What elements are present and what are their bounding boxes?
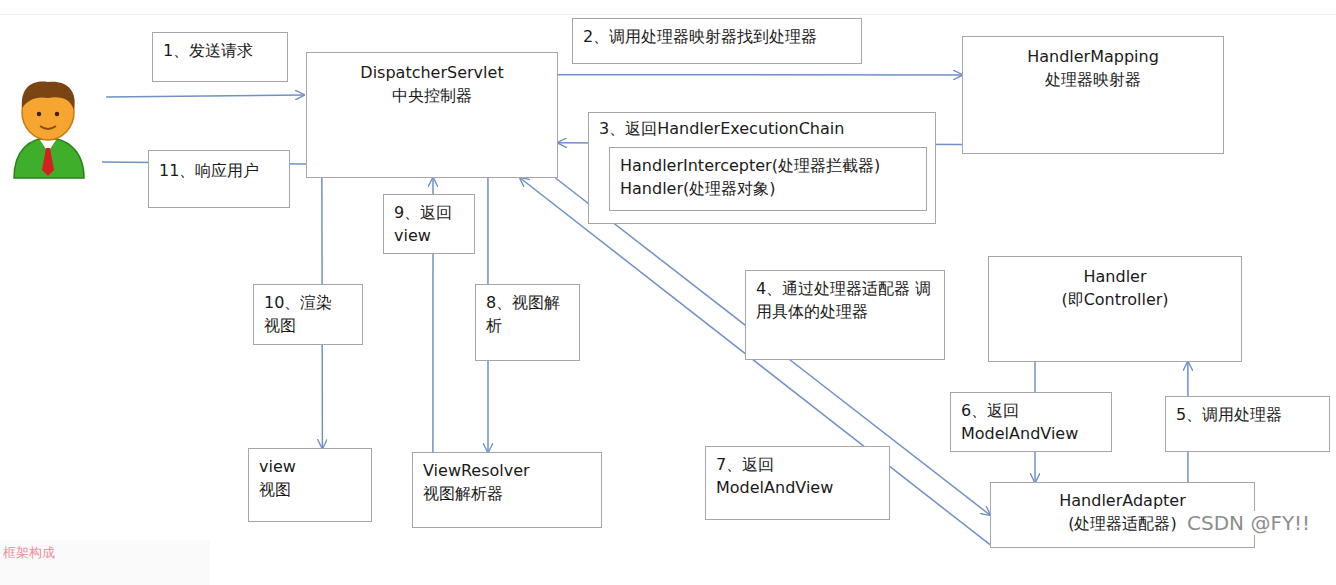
box-text: 9、返回 view (394, 201, 464, 247)
user-icon (14, 82, 84, 178)
box-text: 视图 (259, 478, 361, 501)
box-text: 8、视图解 析 (486, 291, 568, 337)
box-text: HandlerMapping (973, 45, 1213, 68)
footer-band (0, 540, 210, 585)
box-text: ViewResolver (423, 459, 591, 482)
box-text: HandlerAdapter (1001, 489, 1244, 512)
box-text: 中央控制器 (317, 84, 547, 107)
flow-arrow (555, 178, 990, 515)
step-label: 2、调用处理器映射器找到处理器 (572, 18, 862, 64)
step-label: 9、返回 view (383, 194, 475, 254)
box-text: 10、渲染 视图 (264, 291, 352, 337)
step-label: 10、渲染 视图 (253, 284, 363, 345)
box-text: 6、返回 ModelAndView (961, 399, 1091, 445)
controller-box: DispatcherServlet中央控制器 (306, 52, 558, 178)
chain-box: HandlerIntercepter(处理器拦截器)Handler(处理器对象) (609, 147, 927, 211)
component-box: view视图 (248, 448, 372, 522)
step-label: 1、发送请求 (152, 32, 288, 82)
component-box: ViewResolver视图解析器 (412, 452, 602, 528)
step-label: 3、返回HandlerExecutionChainHandlerIntercep… (588, 112, 936, 224)
box-text: HandlerIntercepter(处理器拦截器) (620, 154, 916, 177)
component-box: HandlerMapping处理器映射器 (962, 36, 1224, 154)
step-label: 5、调用处理器 (1165, 396, 1330, 452)
watermark: CSDN @FY!! (1185, 511, 1312, 535)
box-text: DispatcherServlet (317, 61, 547, 84)
box-text: 处理器映射器 (973, 68, 1213, 91)
box-text: Handler(处理器对象) (620, 177, 916, 200)
section-note: 框架构成 (3, 544, 55, 562)
step-label: 11、响应用户 (148, 150, 290, 208)
step-label: 7、返回 ModelAndView (705, 446, 890, 520)
top-rule (0, 14, 1336, 15)
box-text: 4、通过处理器适配器 调用具体的处理器 (756, 277, 934, 323)
box-text: 3、返回HandlerExecutionChain (599, 117, 925, 140)
component-box: Handler(即Controller) (988, 256, 1242, 362)
step-label: 4、通过处理器适配器 调用具体的处理器 (745, 270, 945, 360)
box-text: view (259, 455, 361, 478)
box-text: (即Controller) (999, 288, 1231, 311)
step-label: 8、视图解 析 (475, 284, 580, 361)
box-text: 11、响应用户 (159, 159, 279, 182)
box-text: 1、发送请求 (163, 39, 277, 62)
box-text: 2、调用处理器映射器找到处理器 (583, 25, 851, 48)
box-text: 5、调用处理器 (1176, 403, 1319, 426)
request-line (106, 95, 304, 97)
flow-arrow (558, 74, 962, 76)
box-text: 7、返回 ModelAndView (716, 453, 846, 499)
step-label: 6、返回 ModelAndView (950, 392, 1112, 452)
box-text: Handler (999, 265, 1231, 288)
box-text: 视图解析器 (423, 482, 591, 505)
